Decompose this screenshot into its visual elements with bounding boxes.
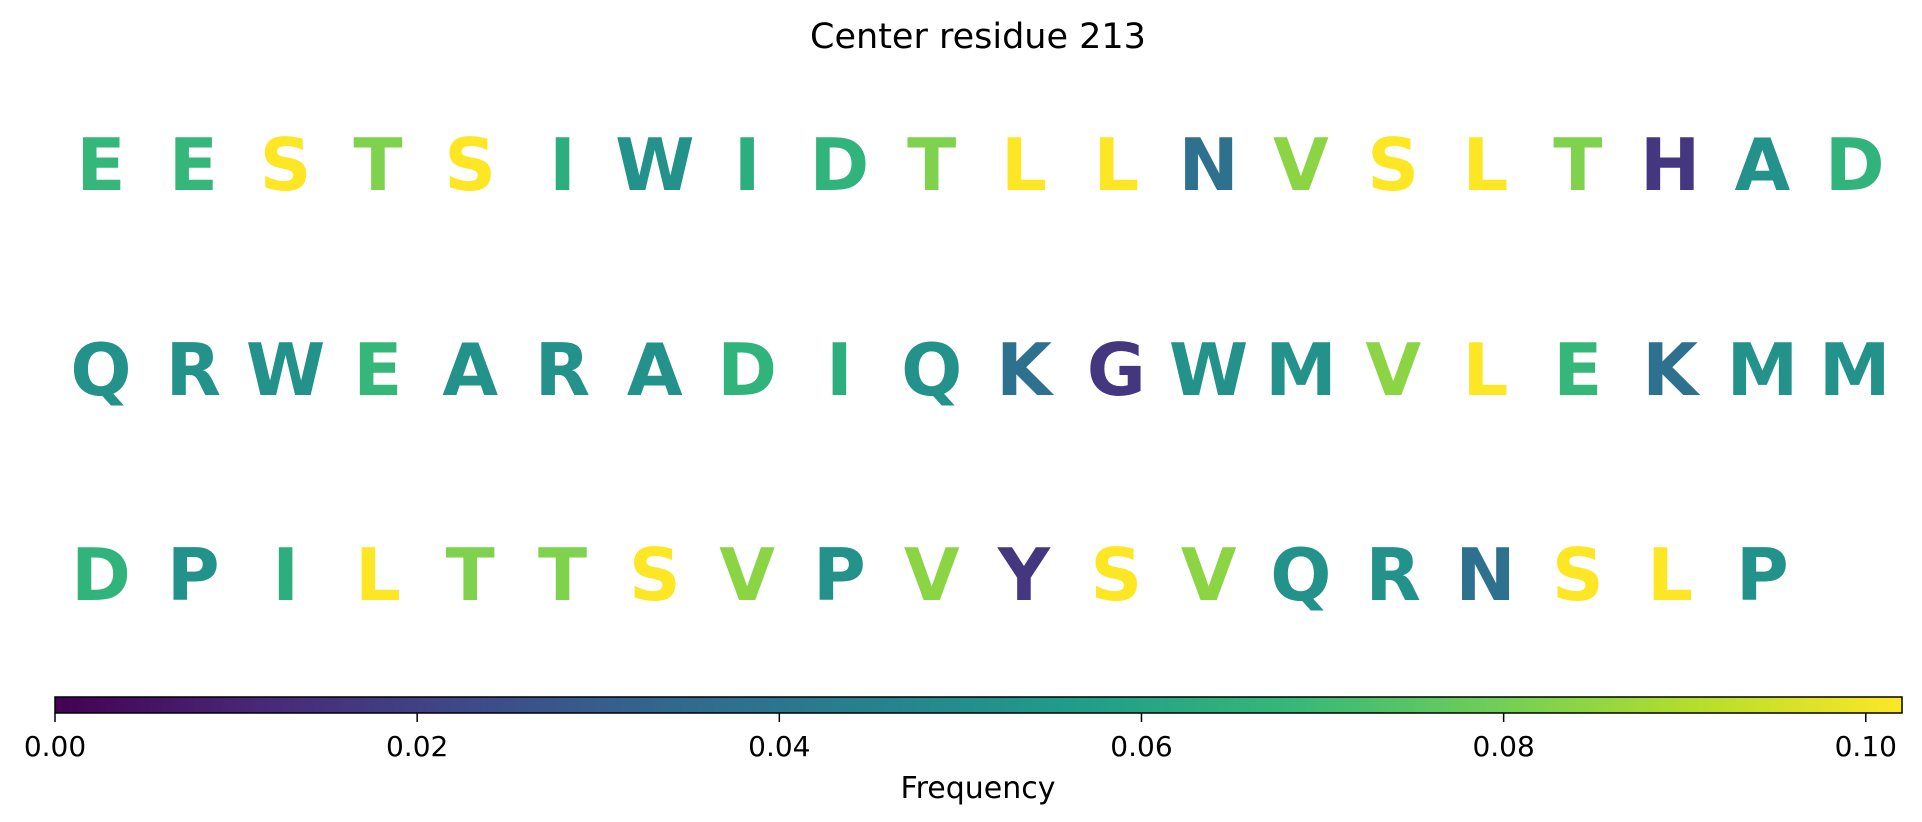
colorbar-tick-label: 0.10 [1835,730,1897,763]
residue-letter: V [719,533,775,617]
residue-letter: H [1640,123,1700,207]
colorbar-tick-label: 0.08 [1472,730,1534,763]
residue-letter: G [1087,328,1146,412]
residue-letter: T [353,123,402,207]
residue-letter: R [535,328,590,412]
residue-letter: M [1819,328,1891,412]
residue-letter: S [260,123,312,207]
residue-letter: N [1455,533,1515,617]
residue-letter: T [1553,123,1602,207]
residue-letter: L [1647,533,1693,617]
residue-letter: T [907,123,956,207]
residue-letter: T [538,533,587,617]
residue-letter: D [810,123,870,207]
colorbar-ticks: 0.00 0.02 0.04 0.06 0.08 0.10 [24,713,1897,763]
residue-letter: A [442,328,498,412]
residue-letter: E [1553,328,1602,412]
residue-letter: R [166,328,221,412]
residue-letter: V [1365,328,1421,412]
residue-letter: P [813,533,866,617]
residue-letter: Q [1270,533,1331,617]
chart-title: Center residue 213 [810,17,1146,57]
residue-letter: V [904,533,960,617]
residue-letter: M [1265,328,1337,412]
residue-letter: S [1367,123,1419,207]
residue-letter: S [1090,533,1142,617]
colorbar-tick-label: 0.04 [748,730,810,763]
colorbar-tick-label: 0.06 [1110,730,1172,763]
residue-letter: I [826,328,853,412]
residue-letter: Y [997,533,1051,617]
residue-letter: M [1727,328,1799,412]
residue-letter: W [1169,328,1248,412]
residue-letter: L [355,533,401,617]
residue-letter: V [1181,533,1237,617]
residue-letter: Q [70,328,131,412]
residue-letter: A [1735,123,1791,207]
colorbar-gradient [54,696,1903,714]
residue-letter: K [996,328,1054,412]
residue-letter: E [76,123,125,207]
residue-letter: W [246,328,325,412]
residue-letter: A [627,328,683,412]
residue-letter: I [549,123,576,207]
residue-letter: P [1736,533,1789,617]
residue-letter: K [1642,328,1700,412]
residue-letter: D [717,328,777,412]
residue-letter: S [444,123,496,207]
residue-letter: S [629,533,681,617]
residue-letter: E [353,328,402,412]
residue-letter: R [1365,533,1420,617]
residue-letter: L [1463,123,1509,207]
colorbar: 0.00 0.02 0.04 0.06 0.08 0.10 Frequency [24,696,1903,806]
residue-letter: E [169,123,218,207]
residue-letter: I [734,123,761,207]
colorbar-label: Frequency [901,771,1056,806]
residue-letter: D [1825,123,1885,207]
residue-letter: L [1093,123,1139,207]
residue-letter: Q [901,328,962,412]
residue-letter: I [272,533,299,617]
residue-letter: P [167,533,220,617]
colorbar-tick-label: 0.00 [24,730,86,763]
residue-letter: D [71,533,131,617]
residue-letter: W [615,123,694,207]
residue-letter: N [1178,123,1238,207]
residue-letter: L [1001,123,1047,207]
residue-letter: S [1552,533,1604,617]
colorbar-tick-label: 0.02 [386,730,448,763]
residue-letter: T [446,533,495,617]
residue-letter: V [1273,123,1329,207]
residue-letter: L [1463,328,1509,412]
